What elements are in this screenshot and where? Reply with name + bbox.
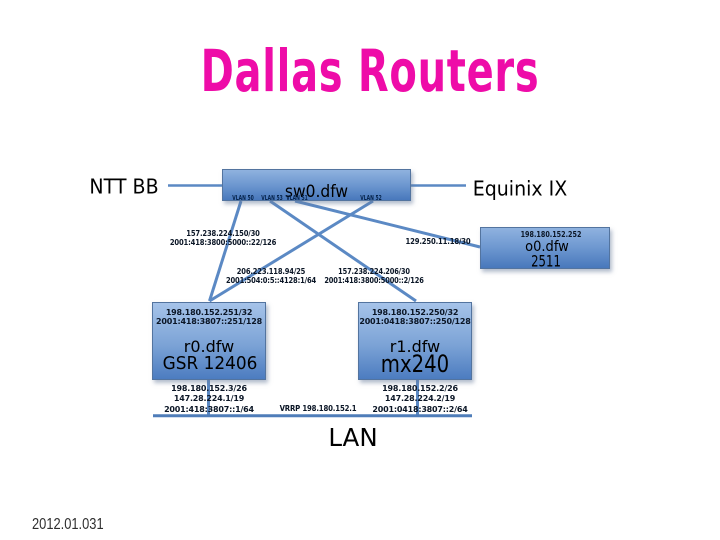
r0-lan-addresses: 198.180.152.3/26 147.28.224.1/19 2001:41…: [164, 384, 254, 415]
page-title: Dallas Routers: [200, 39, 540, 106]
r1-lan-addresses: 198.180.152.2/26 147.28.224.2/19 2001:04…: [372, 384, 467, 415]
label-link-vlan53-r1: 157.238.224.206/30 2001:418:3800:5000::2…: [323, 267, 424, 286]
vlan51-o0-ipv4: 129.250.11.18/30: [405, 237, 471, 246]
r0-loopback-addresses: 198.180.152.251/32 2001:418:3807::251/12…: [153, 308, 265, 326]
link-vlan53-r1: [269, 199, 417, 303]
lan-label: LAN: [328, 423, 378, 452]
label-link-vlan50-r0: 157.238.224.150/30 2001:418:3800:5000::2…: [169, 229, 275, 247]
r0-ipv4: 198.180.152.251/32: [165, 307, 253, 317]
label-equinix-ix: Equinix IX: [472, 177, 568, 201]
r0-lan-ipv6: 2001:418:3807::1/64: [164, 404, 254, 414]
label-link-vlan51-o0: 129.250.11.18/30: [405, 237, 470, 246]
vlan-52-tag: VLAN 52: [360, 194, 382, 202]
r1-model: mx240: [380, 350, 450, 378]
r0-model: GSR 12406: [162, 353, 258, 374]
link-vlan51-o0: [294, 199, 481, 249]
r1-hostname: r1.dfw: [389, 337, 441, 356]
node-sw0-dfw: sw0.dfw VLAN 50 VLAN 53 VLAN 51 VLAN 52: [222, 169, 411, 202]
vlan53-r1-ipv4: 157.238.224.206/30: [337, 267, 410, 276]
node-r1-dfw: 198.180.152.250/32 2001:0418:3807::250/1…: [358, 302, 472, 380]
node-o0-dfw: 198.180.152.252 o0.dfw 2511: [480, 227, 610, 271]
r1-ipv6: 2001:0418:3807::250/128: [359, 316, 471, 326]
node-r0-dfw: 198.180.152.251/32 2001:418:3807::251/12…: [152, 302, 266, 380]
vlan52-r0-ipv6: 2001:504:0:5::4128:1/64: [225, 276, 317, 286]
r0-ipv6: 2001:418:3807::251/128: [156, 316, 262, 326]
r0-lan-ipv4: 198.180.152.3/26: [171, 384, 247, 393]
label-link-vlan52-r0: 206.223.118.94/25 2001:504:0:5::4128:1/6…: [226, 267, 316, 285]
r0-lan-legacy: 147.28.224.1/19: [173, 394, 245, 404]
vlan50-r0-ipv6: 2001:418:3800:5000::22/126: [169, 238, 276, 248]
label-ntt-bb: NTT BB: [89, 175, 159, 199]
o0-hostname: o0.dfw: [525, 239, 569, 255]
slide-date: 2012.01.031: [32, 514, 104, 533]
r1-lan-legacy: 147.28.224.2/19: [384, 394, 456, 404]
link-vlan50-r0: [208, 200, 243, 302]
vrrp-label: VRRP 198.180.152.1: [279, 404, 357, 413]
vlan-50-tag: VLAN 50: [232, 194, 254, 202]
o0-ip: 198.180.152.252: [520, 230, 582, 239]
link-vlan52-r0: [208, 199, 374, 303]
vlan53-r1-ipv6: 2001:418:3800:5000::2/126: [323, 276, 424, 286]
vlan52-r0-ipv4: 206.223.118.94/25: [236, 267, 306, 276]
r1-lan-ipv6: 2001:0418:3807::2/64: [372, 404, 468, 414]
sw0-hostname: sw0.dfw: [284, 182, 349, 202]
r1-ipv4: 198.180.152.250/32: [371, 307, 459, 317]
vlan50-r0-ipv4: 157.238.224.150/30: [185, 229, 260, 238]
r1-loopback-addresses: 198.180.152.250/32 2001:0418:3807::250/1…: [359, 308, 471, 326]
vlan-53-tag: VLAN 53: [261, 194, 283, 202]
vlan-51-tag: VLAN 51: [286, 194, 308, 202]
r1-lan-ipv4: 198.180.152.2/26: [382, 384, 458, 393]
r0-hostname: r0.dfw: [183, 337, 235, 356]
o0-model: 2511: [531, 251, 561, 271]
